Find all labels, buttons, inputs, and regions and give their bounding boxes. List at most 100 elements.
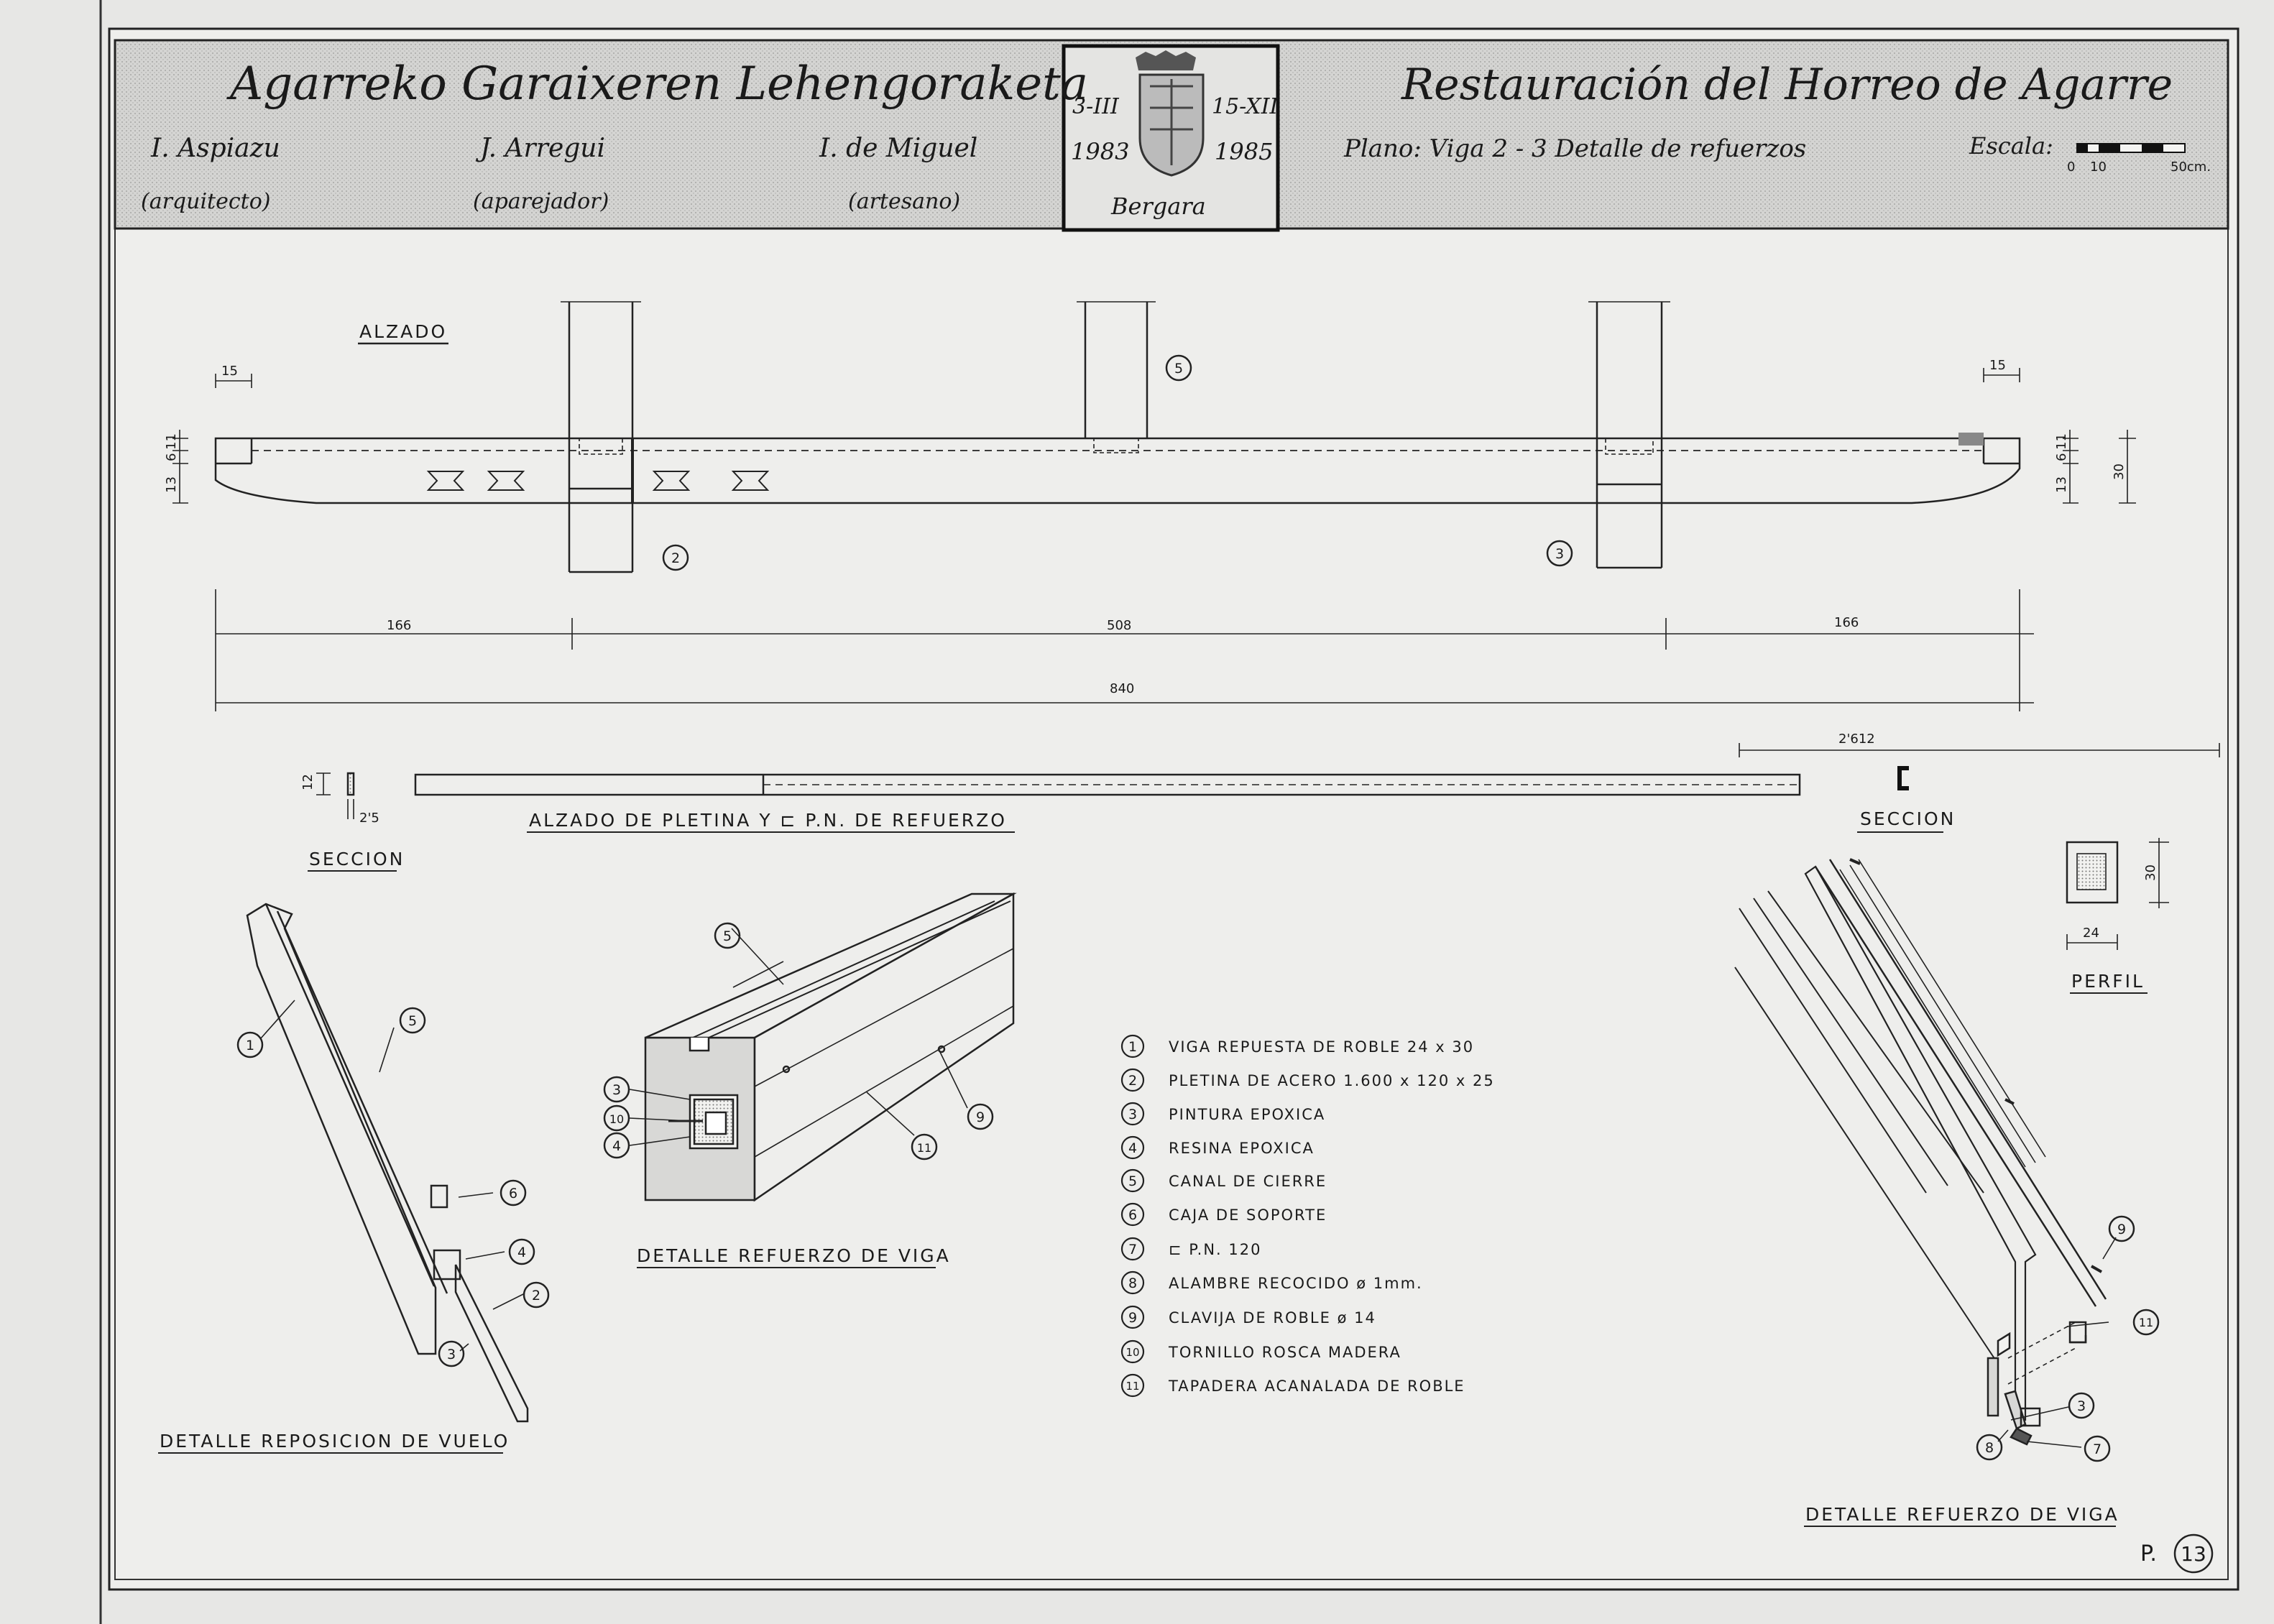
plate-elevation [308, 743, 2220, 872]
channel-section-icon [1897, 766, 1909, 790]
page-prefix: P. [2140, 1541, 2157, 1567]
legend-num-5: 5 [1128, 1173, 1137, 1189]
legend-num-4: 4 [1128, 1140, 1137, 1156]
scale-bar [2076, 143, 2186, 153]
beam-detail-label: DETALLE REFUERZO DE VIGA [637, 1245, 951, 1266]
beam-callout-3: 3 [612, 1082, 621, 1098]
beam-callout-10: 10 [609, 1112, 624, 1126]
channel-length: 2'612 [1838, 732, 1875, 747]
emblem-place: Bergara [1110, 193, 1206, 220]
post-3-number: 3 [1555, 546, 1564, 562]
vuelo-callout-6: 6 [509, 1186, 517, 1201]
legend-num-9: 9 [1128, 1310, 1137, 1326]
legend-text-10: TORNILLO ROSCA MADERA [1168, 1344, 1401, 1361]
legend-text-5: CANAL DE CIERRE [1169, 1173, 1327, 1190]
legend-text-3: PINTURA EPOXICA [1169, 1106, 1325, 1123]
scale-tick-10: 10 [2090, 160, 2107, 175]
legend-text-7: ⊏ P.N. 120 [1169, 1241, 1261, 1258]
person-2-role: (aparejador) [473, 189, 609, 214]
legend-num-6: 6 [1128, 1207, 1137, 1223]
dim-right-13: 13 [2054, 476, 2069, 493]
post-3 [1588, 301, 1670, 569]
beam2-callout-8: 8 [1985, 1440, 1994, 1456]
scale-label: Escala: [1969, 132, 2053, 160]
scale-tick-50: 50cm. [2171, 160, 2211, 175]
detail-beam-center [603, 892, 1017, 1268]
legend-text-8: ALAMBRE RECOCIDO ø 1mm. [1169, 1275, 1423, 1292]
dim-left-6: 6 [164, 453, 179, 461]
vuelo-callout-5: 5 [408, 1013, 417, 1029]
legend-text-6: CAJA DE SOPORTE [1169, 1207, 1327, 1224]
elevation-view: ALZADO [172, 301, 2136, 711]
right-title: Restauración del Horreo de Agarre [1401, 60, 2173, 110]
beam2-callout-7: 7 [2093, 1441, 2102, 1457]
legend-text-1: VIGA REPUESTA DE ROBLE 24 x 30 [1169, 1038, 1474, 1056]
person-3-role: (artesano) [848, 189, 960, 214]
vuelo-label: DETALLE REPOSICION DE VUELO [160, 1431, 510, 1452]
post-2-number: 2 [671, 550, 680, 566]
dim-right-height: 30 [2112, 463, 2127, 480]
dim-seg-right: 166 [1834, 615, 1859, 630]
page-number-circle [2173, 1533, 2214, 1574]
vuelo-callout-1: 1 [246, 1038, 254, 1053]
beam2-callout-9: 9 [2117, 1222, 2126, 1237]
dim-left-overhang: 15 [221, 364, 238, 379]
section-left-thickness: 2'5 [359, 811, 379, 826]
beam-callout-11: 11 [917, 1141, 931, 1155]
emblem-date-right: 15-XII [1212, 94, 1279, 119]
legend-text-2: PLETINA DE ACERO 1.600 x 120 x 25 [1169, 1072, 1495, 1089]
person-2-name: J. Arregui [475, 134, 605, 163]
elevation-label: ALZADO [359, 321, 447, 342]
legend-num-8: 8 [1128, 1275, 1137, 1291]
profile-height: 30 [2143, 864, 2158, 881]
detail-vuelo [158, 903, 550, 1454]
beam-outline [214, 437, 2021, 504]
person-1-name: I. Aspiazu [150, 134, 280, 163]
emblem-year-left: 1983 [1071, 138, 1129, 165]
beam-callout-5: 5 [723, 928, 732, 944]
post-5-number: 5 [1174, 361, 1183, 377]
page-number: 13 [2181, 1542, 2206, 1566]
beam2-detail-label: DETALLE REFUERZO DE VIGA [1805, 1504, 2119, 1525]
detail-beam-right [1734, 858, 2160, 1527]
profile-view [2066, 838, 2169, 994]
legend [1120, 1034, 1145, 1398]
dim-right-6: 6 [2054, 453, 2069, 461]
post-5 [1077, 301, 1156, 453]
section-left-label: SECCION [309, 849, 405, 869]
beam2-callout-11: 11 [2139, 1316, 2153, 1329]
dim-left-13: 13 [164, 476, 179, 493]
profile-width: 24 [2083, 926, 2099, 941]
dim-seg-left: 166 [387, 618, 411, 633]
outer-frame [108, 27, 2240, 1591]
vuelo-callout-4: 4 [517, 1245, 526, 1260]
section-right-label: SECCION [1860, 808, 1956, 829]
beam-callout-9: 9 [976, 1109, 985, 1125]
dim-total: 840 [1110, 681, 1134, 696]
legend-text-9: CLAVIJA DE ROBLE ø 14 [1169, 1309, 1376, 1327]
person-3-name: I. de Miguel [819, 134, 977, 163]
vuelo-callout-3: 3 [447, 1347, 456, 1362]
legend-text-11: TAPADERA ACANALADA DE ROBLE [1168, 1378, 1465, 1395]
plan-label: Plano: Viga 2 - 3 Detalle de refuerzos [1343, 134, 1806, 163]
vuelo-callout-2: 2 [532, 1288, 540, 1304]
dim-seg-mid: 508 [1107, 618, 1131, 633]
coat-of-arms-icon [1136, 50, 1205, 177]
emblem-year-right: 1985 [1215, 138, 1273, 165]
scale-tick-0: 0 [2067, 160, 2075, 175]
beam-callout-4: 4 [612, 1138, 621, 1154]
plate-label: ALZADO DE PLETINA Y ⊏ P.N. DE REFUERZO [529, 810, 1007, 831]
legend-num-3: 3 [1128, 1107, 1137, 1122]
emblem-date-left: 3-III [1072, 94, 1120, 119]
dim-right-11: 11 [2054, 433, 2069, 450]
beam2-callout-3: 3 [2077, 1398, 2086, 1414]
left-title: Agarreko Garaixeren Lehengoraketa [226, 57, 1088, 111]
legend-num-10: 10 [1126, 1346, 1139, 1359]
person-1-role: (arquitecto) [141, 189, 270, 214]
profile-label: PERFIL [2071, 971, 2145, 992]
title-block: Agarreko Garaixeren Lehengoraketa I. Asp… [114, 39, 2229, 232]
dim-right-overhang: 15 [1989, 358, 2006, 373]
legend-num-7: 7 [1128, 1242, 1137, 1258]
elevation-dimensions [172, 368, 2136, 711]
